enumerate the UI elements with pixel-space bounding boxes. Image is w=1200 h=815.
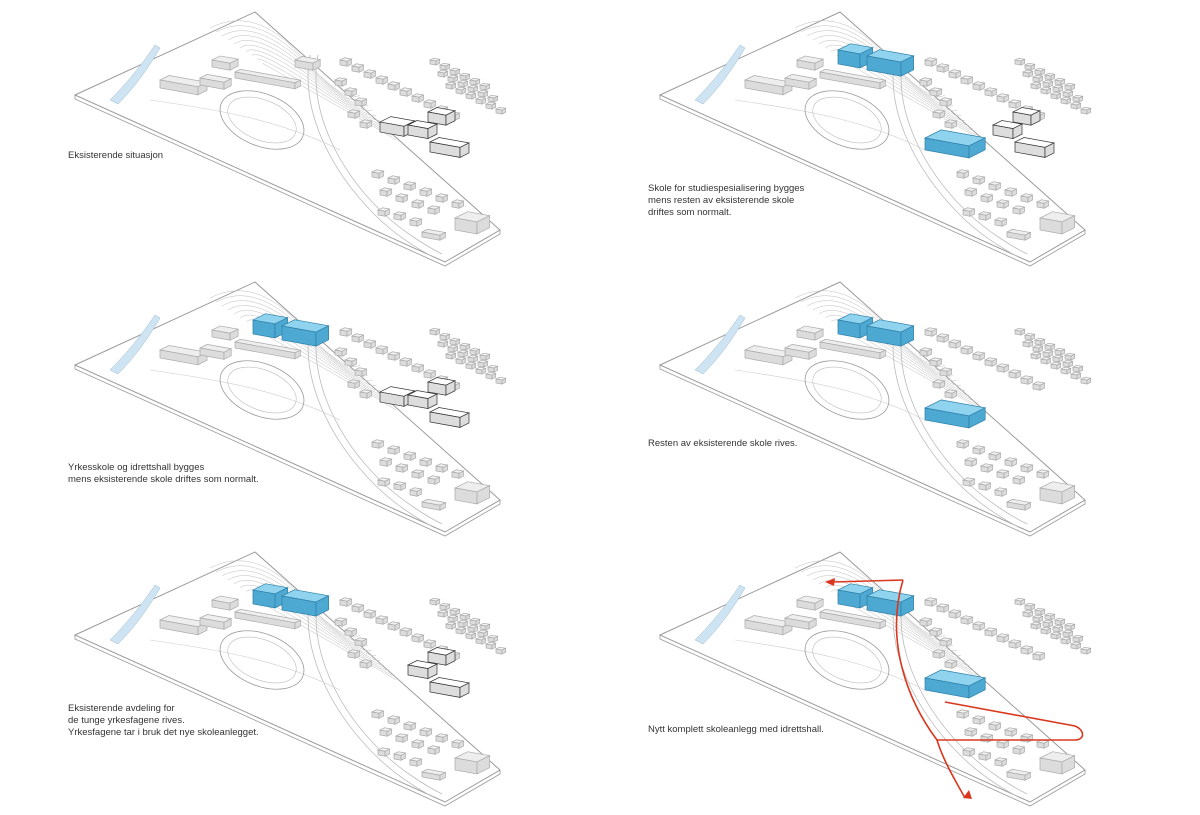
caption-line: Skole for studiespesialisering bygges	[648, 183, 805, 194]
athletic-track	[219, 360, 305, 420]
athletic-track	[804, 90, 890, 150]
caption-line: Eksisterende situasjon	[68, 150, 164, 161]
athletic-track-inner	[227, 96, 297, 144]
context-buildings	[743, 325, 1076, 511]
site-model-4	[658, 281, 1092, 537]
phase-caption-4: Resten av eksisterende skole rives.	[648, 438, 797, 450]
residential-houses	[918, 597, 1092, 767]
residential-houses	[918, 327, 1092, 497]
context-buildings	[158, 595, 491, 781]
new-vocational-school-and-sports-hall	[251, 313, 330, 347]
new-school-building	[923, 129, 987, 159]
terrain-edge	[74, 95, 501, 267]
site-model-2	[658, 11, 1092, 267]
new-vocational-school-and-sports-hall	[836, 43, 915, 77]
river	[694, 314, 746, 375]
caption-line: Resten av eksisterende skole rives.	[648, 438, 798, 449]
terrain-edge	[659, 365, 1086, 537]
existing-school	[378, 377, 471, 428]
phase-panel-1	[0, 0, 600, 272]
river	[109, 314, 161, 375]
river	[109, 44, 161, 105]
road-network	[149, 594, 443, 799]
context-buildings	[743, 55, 1076, 241]
phase-panel-5	[0, 540, 600, 812]
athletic-track-inner	[227, 636, 297, 684]
road-network	[149, 54, 443, 259]
caption-line: Yrkesfagene tar i bruk det nye skoleanle…	[68, 727, 259, 738]
existing-school	[406, 647, 471, 698]
new-vocational-school-and-sports-hall	[836, 583, 915, 617]
terrain-edge	[659, 95, 1086, 267]
site-model-1	[73, 11, 507, 267]
residential-houses	[333, 597, 507, 767]
site-model-5	[73, 551, 507, 807]
new-vocational-school-and-sports-hall	[251, 583, 330, 617]
context-buildings	[743, 595, 1076, 781]
phase-panel-4	[585, 270, 1185, 542]
route-arrow-south	[963, 790, 972, 799]
terrain-edge	[74, 635, 501, 807]
phase-panel-2	[585, 0, 1185, 272]
caption-line: Yrkesskole og idrettshall bygges	[68, 462, 205, 473]
caption-line: Nytt komplett skoleanlegg med idrettshal…	[648, 724, 824, 735]
athletic-track-inner	[812, 366, 882, 414]
river	[694, 584, 746, 645]
caption-line: Eksisterende avdeling for	[68, 703, 175, 714]
phase-panel-6	[585, 540, 1185, 812]
athletic-track	[219, 630, 305, 690]
site-model-3	[73, 281, 507, 537]
terrain-edge	[659, 635, 1086, 807]
phase-caption-6: Nytt komplett skoleanlegg med idrettshal…	[648, 724, 824, 736]
athletic-track-inner	[812, 96, 882, 144]
new-school-building	[923, 669, 987, 699]
caption-line: mens eksisterende skole driftes som norm…	[68, 474, 259, 485]
athletic-track-inner	[227, 366, 297, 414]
existing-school	[991, 107, 1056, 158]
road-network	[734, 54, 1028, 259]
athletic-track	[804, 630, 890, 690]
existing-school	[378, 107, 471, 158]
context-buildings	[158, 55, 491, 241]
river	[109, 584, 161, 645]
river	[694, 44, 746, 105]
caption-line: driftes som normalt.	[648, 207, 732, 218]
residential-houses	[918, 57, 1092, 227]
athletic-track	[804, 360, 890, 420]
site-model-6	[658, 551, 1092, 807]
phase-panel-3	[0, 270, 600, 542]
terrain-edge	[74, 365, 501, 537]
route-arrow-north	[825, 578, 835, 586]
athletic-track	[219, 90, 305, 150]
traffic-route	[825, 578, 1084, 799]
new-school-building	[923, 399, 987, 429]
road-network	[734, 324, 1028, 529]
phase-caption-1: Eksisterende situasjon	[68, 150, 163, 162]
road-network	[149, 324, 443, 529]
caption-line: de tunge yrkesfagene rives.	[68, 715, 185, 726]
new-vocational-school-and-sports-hall	[836, 313, 915, 347]
caption-line: mens resten av eksisterende skole	[648, 195, 795, 206]
athletic-track-inner	[812, 636, 882, 684]
